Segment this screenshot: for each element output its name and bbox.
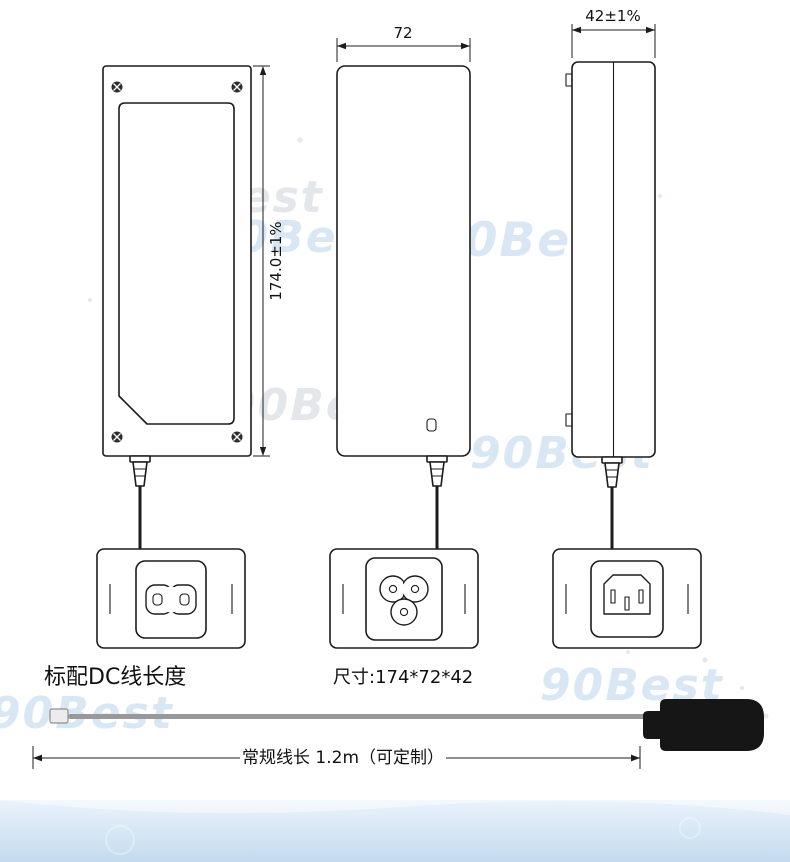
dc-plug <box>643 699 764 751</box>
width-dimension-label: 72 <box>393 24 412 42</box>
side-clip <box>565 413 573 427</box>
c14-inlet-view <box>552 548 702 649</box>
label-window <box>118 102 235 425</box>
back-case-outline <box>336 65 471 457</box>
vent-hole <box>426 418 437 432</box>
back-view <box>336 65 471 457</box>
screw-icon <box>231 431 243 443</box>
pin-hole <box>399 607 409 617</box>
depth-dimension-label: 42±1% <box>585 7 640 25</box>
depth-dimension: 42±1% <box>571 7 656 58</box>
cable-length-dimension: 常规线长 1.2m（可定制） <box>32 746 641 769</box>
pin-hole <box>152 593 163 606</box>
screw-icon <box>111 81 123 93</box>
strain-relief-middle <box>426 455 448 549</box>
pin-slot <box>610 589 616 604</box>
side-clip <box>565 73 573 87</box>
bottom-band <box>0 800 790 862</box>
height-dimension-label: 174.0±1% <box>267 221 285 300</box>
screw-icon <box>111 431 123 443</box>
watermark-text: 90Best <box>0 688 174 739</box>
inlet-face <box>365 557 443 641</box>
inlet-face <box>590 560 664 638</box>
c8-inlet-view <box>96 548 246 649</box>
strain-relief-left <box>129 455 151 549</box>
dc-cable-illustration <box>49 699 764 751</box>
width-dimension: 72 <box>336 24 471 62</box>
pin-slot <box>638 589 644 604</box>
pin-hole <box>388 584 398 594</box>
caption-size: 尺寸:174*72*42 <box>333 667 473 688</box>
side-view <box>565 61 656 458</box>
c6-inlet-view <box>329 548 479 649</box>
front-case-outline <box>102 65 252 457</box>
cable-ferrule <box>49 708 69 724</box>
front-view <box>102 65 252 457</box>
screw-icon <box>231 81 243 93</box>
inlet-face <box>135 560 207 639</box>
caption-dc-cable-length: 标配DC线长度 <box>44 665 186 690</box>
cable-length-label: 常规线长 1.2m（可定制） <box>242 748 444 768</box>
height-dimension: 174.0±1% <box>253 65 285 457</box>
pin-hole <box>410 584 420 594</box>
cable-line <box>68 714 654 719</box>
strain-relief-right <box>601 456 623 549</box>
pin-hole <box>179 593 190 606</box>
pin-slot <box>624 596 630 611</box>
